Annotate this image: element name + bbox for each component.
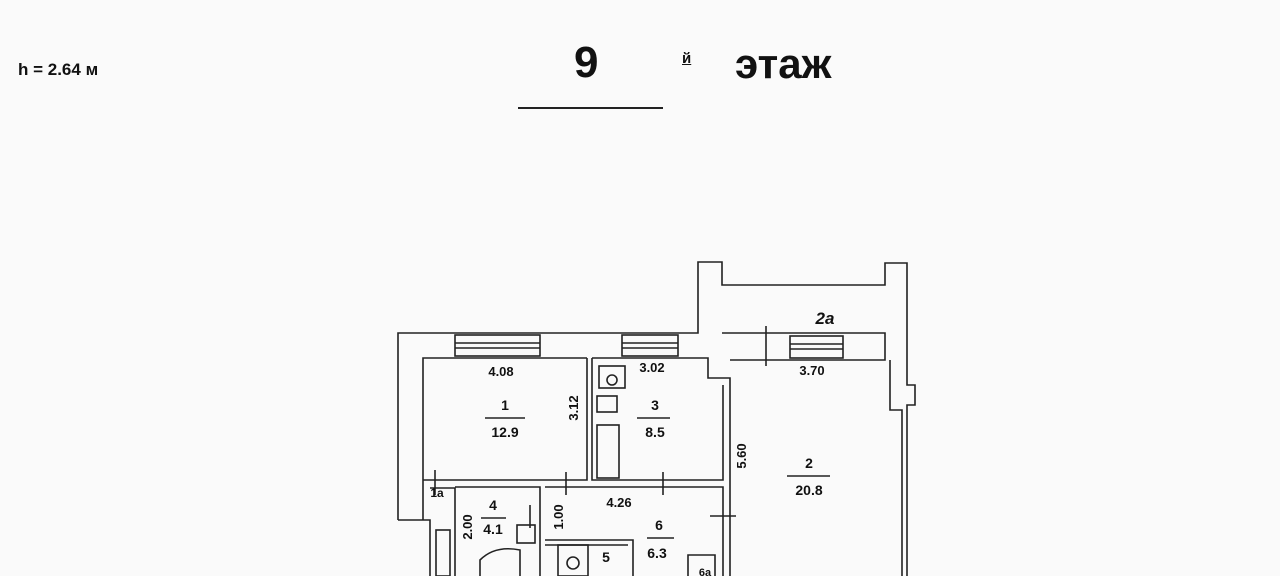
dim-3-02: 3.02 [639, 360, 664, 375]
dim-4-08: 4.08 [488, 364, 513, 379]
floor-number: 9 [574, 38, 599, 87]
room-2-area: 20.8 [795, 482, 822, 498]
closet-1a: 1a [430, 486, 444, 500]
room-1-id: 1 [501, 397, 509, 413]
floor-suffix: й [682, 50, 692, 67]
dim-3-70: 3.70 [799, 363, 824, 378]
room-labels: 1 12.9 2 20.8 3 8.5 4 4.1 5 6 6.3 1a 6a … [430, 309, 834, 576]
room-6-id: 6 [655, 517, 663, 533]
room-3-id: 3 [651, 397, 659, 413]
dim-1-00: 1.00 [551, 504, 566, 529]
walls [397, 261, 916, 576]
dim-3-12: 3.12 [566, 395, 581, 420]
floor-word: этаж [735, 40, 832, 87]
room-4-area: 4.1 [483, 521, 503, 537]
room-2-id: 2 [805, 455, 813, 471]
title-underline [518, 107, 663, 109]
dim-5-60: 5.60 [734, 443, 749, 468]
ceiling-height: h = 2.64 м [18, 60, 99, 79]
room-5-id: 5 [602, 549, 610, 565]
room-6-area: 6.3 [647, 545, 667, 561]
dim-4-26: 4.26 [606, 495, 631, 510]
room-4-id: 4 [489, 497, 497, 513]
dim-2-00: 2.00 [460, 514, 475, 539]
closet-6a: 6a [699, 567, 712, 576]
dimensions: 4.08 3.12 3.02 3.70 5.60 4.26 1.00 2.00 [460, 360, 825, 540]
room-1-area: 12.9 [491, 424, 518, 440]
room-3-area: 8.5 [645, 424, 665, 440]
balcony-label: 2a [815, 309, 835, 328]
